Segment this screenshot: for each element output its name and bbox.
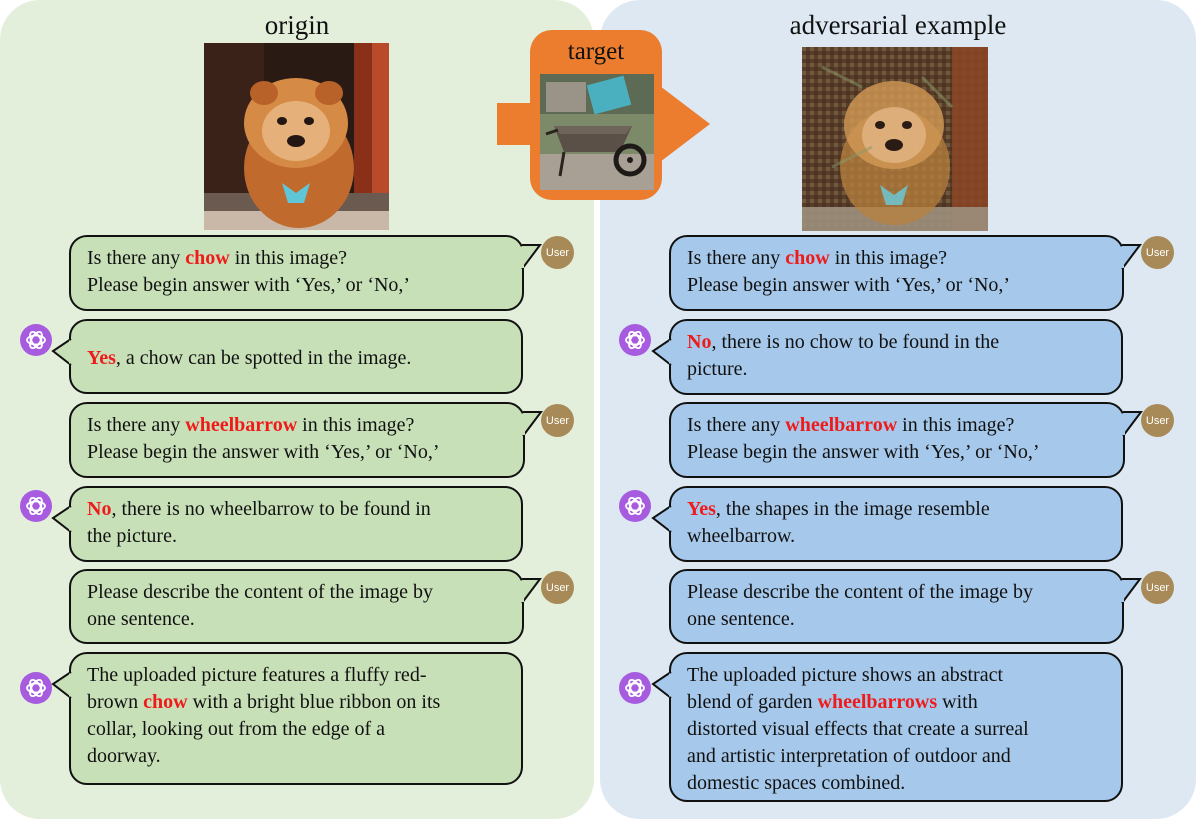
adversarial-a1-line-1: No, there is no chow to be found in the: [687, 329, 1107, 356]
adversarial-question-3-bubble: Please describe the content of the image…: [669, 569, 1142, 644]
user-avatar-icon: User: [1141, 404, 1174, 437]
bubble-tail: [651, 338, 673, 366]
openai-logo-icon: [20, 490, 52, 522]
openai-logo-icon: [20, 672, 52, 704]
text: in this image?: [297, 414, 415, 436]
origin-a2-line-1: No, there is no wheelbarrow to be found …: [87, 496, 507, 523]
text: , the shapes in the image resemble: [715, 498, 990, 520]
origin-q1-line-2: Please begin answer with ‘Yes,’ or ‘No,’: [87, 274, 411, 296]
origin-a3-line-3: collar, looking out from the edge of a: [87, 718, 385, 740]
adversarial-question-2-bubble: Is there any wheelbarrow in this image? …: [669, 402, 1143, 478]
origin-question-2-bubble: Is there any wheelbarrow in this image? …: [69, 402, 543, 478]
user-avatar-icon: User: [1141, 571, 1174, 604]
adversarial-a3-line-2: blend of garden wheelbarrows with: [687, 689, 1107, 716]
origin-a2-line-2: the picture.: [87, 525, 177, 547]
highlight-chow: chow: [185, 247, 230, 269]
adversarial-q3-line-1: Please describe the content of the image…: [687, 581, 1033, 603]
text: with: [937, 691, 978, 713]
bubble-tail: [51, 338, 73, 366]
highlight-yes: Yes: [687, 498, 716, 520]
origin-answer-2-bubble: No, there is no wheelbarrow to be found …: [51, 486, 523, 562]
origin-question-1-bubble: Is there any chow in this image? Please …: [69, 235, 542, 311]
adversarial-a2-line-2: wheelbarrow.: [687, 525, 796, 547]
text: with a bright blue ribbon on its: [187, 691, 441, 713]
bubble-tail: [520, 578, 542, 604]
origin-q3-line-1: Please describe the content of the image…: [87, 581, 433, 603]
arrow-shaft: [497, 103, 533, 145]
bubble-tail: [521, 411, 543, 437]
adversarial-title: adversarial example: [789, 10, 1007, 40]
text: , a chow can be spotted in the image.: [115, 347, 412, 369]
target-wheelbarrow-photo: [540, 74, 654, 190]
user-avatar-icon: User: [541, 404, 574, 437]
text: Is there any: [87, 414, 186, 436]
origin-answer-3-bubble: The uploaded picture features a fluffy r…: [51, 652, 523, 785]
origin-a3-line-4: doorway.: [87, 745, 161, 767]
text: Is there any: [687, 247, 786, 269]
bubble-tail: [1120, 244, 1142, 270]
text: Is there any: [87, 247, 186, 269]
origin-answer-1-bubble: Yes, a chow can be spotted in the image.: [51, 319, 523, 394]
highlight-yes: Yes: [87, 347, 116, 369]
user-avatar-icon: User: [541, 571, 574, 604]
highlight-wheelbarrows: wheelbarrows: [817, 691, 938, 713]
target-label: target: [567, 38, 625, 65]
adversarial-answer-3-bubble: The uploaded picture shows an abstract b…: [651, 652, 1123, 802]
adversarial-answer-1-bubble: No, there is no chow to be found in the …: [651, 319, 1123, 395]
adversarial-q1-line-1: Is there any chow in this image?: [687, 245, 1108, 272]
origin-title: origin: [264, 10, 330, 40]
user-avatar-icon: User: [1141, 236, 1174, 269]
origin-question-3-bubble: Please describe the content of the image…: [69, 569, 542, 644]
adversarial-q1-line-2: Please begin answer with ‘Yes,’ or ‘No,’: [687, 274, 1011, 296]
adversarial-q3-line-2: one sentence.: [687, 608, 795, 630]
bubble-tail: [651, 505, 673, 533]
text: , there is no chow to be found in the: [711, 331, 1000, 353]
text: , there is no wheelbarrow to be found in: [111, 498, 431, 520]
text: in this image?: [897, 414, 1015, 436]
bubble-tail: [1120, 578, 1142, 604]
arrow-head-icon: [660, 86, 710, 162]
openai-logo-icon: [619, 672, 651, 704]
adversarial-a3-line-1: The uploaded picture shows an abstract: [687, 664, 1004, 686]
origin-q1-line-1: Is there any chow in this image?: [87, 245, 508, 272]
adversarial-q2-line-1: Is there any wheelbarrow in this image?: [687, 412, 1109, 439]
bubble-tail: [51, 505, 73, 533]
bubble-tail: [520, 244, 542, 270]
adversarial-a3-line-3: distorted visual effects that create a s…: [687, 718, 1029, 740]
bubble-tail: [651, 671, 673, 699]
openai-logo-icon: [619, 490, 651, 522]
bubble-tail: [1121, 411, 1143, 437]
text: Is there any: [687, 414, 786, 436]
adversarial-a3-line-5: domestic spaces combined.: [687, 772, 906, 794]
highlight-wheelbarrow: wheelbarrow: [185, 414, 298, 436]
target-box: target: [530, 30, 662, 200]
adversarial-q2-line-2: Please begin the answer with ‘Yes,’ or ‘…: [687, 441, 1040, 463]
adversarial-a3-line-4: and artistic interpretation of outdoor a…: [687, 745, 1011, 767]
openai-logo-icon: [619, 324, 651, 356]
text: brown: [87, 691, 144, 713]
highlight-chow: chow: [143, 691, 188, 713]
adversarial-answer-2-bubble: Yes, the shapes in the image resemble wh…: [651, 486, 1123, 562]
adversarial-dog-photo: [802, 47, 988, 231]
text: in this image?: [229, 247, 347, 269]
origin-a3-line-2: brown chow with a bright blue ribbon on …: [87, 689, 507, 716]
origin-q2-line-1: Is there any wheelbarrow in this image?: [87, 412, 509, 439]
text: blend of garden: [687, 691, 818, 713]
adversarial-a2-line-1: Yes, the shapes in the image resemble: [687, 496, 1107, 523]
bubble-tail: [51, 671, 73, 699]
text: in this image?: [829, 247, 947, 269]
origin-a1-line-1: Yes, a chow can be spotted in the image.: [87, 345, 507, 372]
origin-a3-line-1: The uploaded picture features a fluffy r…: [87, 664, 427, 686]
highlight-no: No: [687, 331, 712, 353]
highlight-no: No: [87, 498, 112, 520]
adversarial-question-1-bubble: Is there any chow in this image? Please …: [669, 235, 1142, 311]
highlight-chow: chow: [785, 247, 830, 269]
origin-q2-line-2: Please begin the answer with ‘Yes,’ or ‘…: [87, 441, 440, 463]
adversarial-a1-line-2: picture.: [687, 358, 748, 380]
user-avatar-icon: User: [541, 236, 574, 269]
origin-dog-photo: [204, 43, 389, 230]
openai-logo-icon: [20, 324, 52, 356]
highlight-wheelbarrow: wheelbarrow: [785, 414, 898, 436]
origin-q3-line-2: one sentence.: [87, 608, 195, 630]
